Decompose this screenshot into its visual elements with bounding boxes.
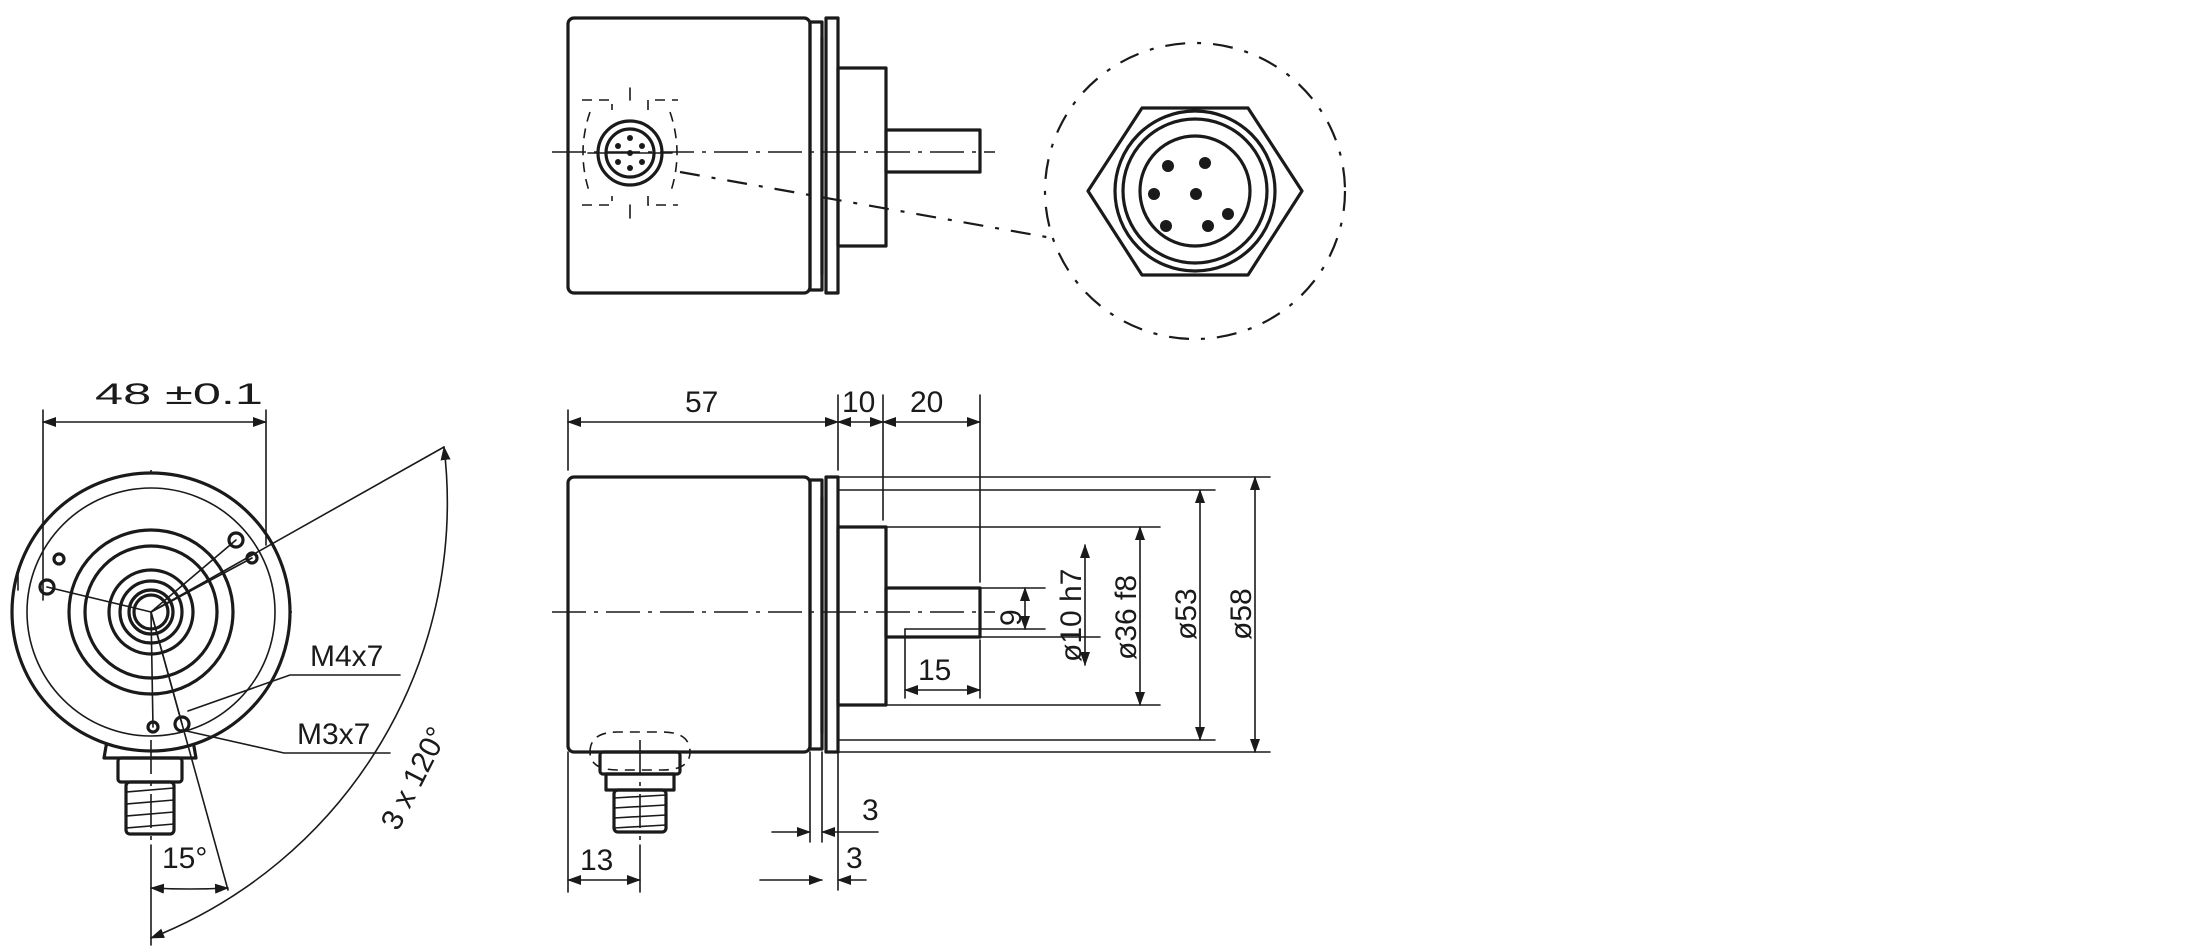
dim-flange-gap-a: 3	[862, 794, 879, 827]
dim-flange-inner-diameter: ø53	[1170, 588, 1203, 640]
side-view	[552, 475, 995, 845]
dim-front-width: 48 ±0.1	[95, 378, 263, 411]
dim-flange-gap-b: 3	[846, 842, 863, 875]
dim-shaft-length: 20	[910, 386, 943, 419]
dim-flange-length: 10	[842, 386, 875, 419]
dim-shaft-diameter: ø10 h7	[1055, 569, 1088, 662]
label-thread-m3: M3x7	[297, 718, 370, 751]
dim-flange-outer-diameter: ø58	[1225, 588, 1258, 640]
dim-body-length: 57	[685, 386, 718, 419]
dim-flat-length: 15	[918, 654, 951, 687]
top-view	[552, 16, 1053, 295]
dim-angle-120: 3 x 120°	[375, 722, 455, 835]
dim-angle-15: 15°	[162, 842, 207, 875]
dim-pilot-diameter: ø36 f8	[1110, 575, 1143, 660]
label-thread-m4: M4x7	[310, 640, 383, 673]
side-dimensions: 57 10 20 15 9 ø10 h7 ø36 f8 ø53 ø58 3	[567, 386, 1271, 893]
dim-connector-offset: 13	[580, 844, 613, 877]
connector-detail-view	[1043, 41, 1347, 341]
bottom-connector	[589, 731, 691, 845]
dim-flat-depth: 9	[995, 609, 1028, 626]
side-connector	[582, 87, 678, 219]
